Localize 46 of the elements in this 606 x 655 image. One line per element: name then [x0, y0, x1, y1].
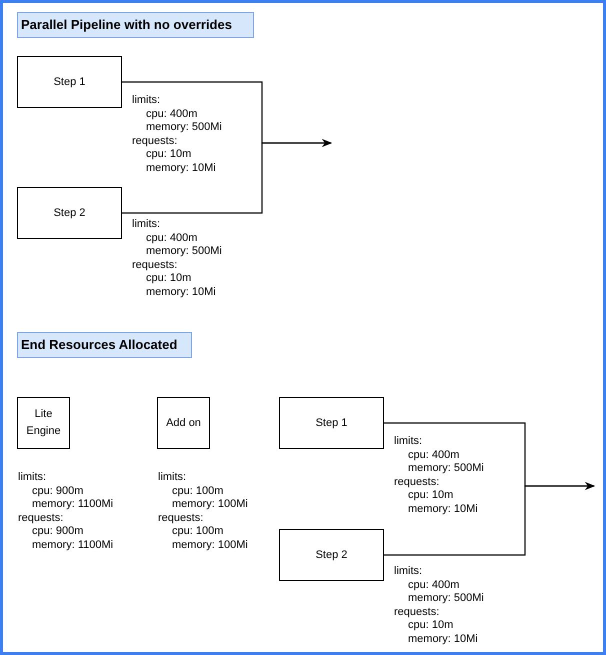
resource-spec-line: limits: — [158, 471, 186, 484]
resource-spec-line: limits: — [394, 435, 422, 448]
resource-spec-line: cpu: 400m — [408, 448, 460, 462]
resource-spec-line: memory: 500Mi — [146, 245, 222, 258]
resource-spec-line: requests: — [394, 606, 440, 619]
resource-spec-line: cpu: 900m — [32, 484, 84, 498]
resource-spec-line: memory: 500Mi — [408, 592, 484, 606]
resource-spec-line: cpu: 10m — [146, 148, 192, 162]
resource-spec-line: requests: — [132, 258, 178, 272]
resource-spec-line: memory: 500Mi — [408, 462, 484, 476]
resource-spec-line: memory: 1100Mi — [32, 538, 114, 552]
resource-spec-line: requests: — [18, 512, 64, 525]
resource-spec-line: cpu: 400m — [146, 232, 198, 245]
process-box: Add on — [157, 397, 210, 449]
resource-spec-line: cpu: 10m — [408, 619, 454, 632]
resource-spec-line: memory: 100Mi — [172, 498, 248, 512]
process-box: Step 1 — [17, 56, 122, 108]
resource-spec-line: limits: — [132, 218, 160, 232]
resource-spec-line: cpu: 400m — [408, 578, 460, 592]
process-box: Lite Engine — [17, 397, 70, 449]
resource-spec-line: memory: 10Mi — [146, 286, 216, 299]
resource-spec-line: cpu: 10m — [146, 272, 192, 286]
process-box: Step 2 — [279, 529, 384, 581]
resource-spec-line: memory: 500Mi — [146, 121, 222, 134]
resource-spec-line: cpu: 100m — [172, 525, 224, 538]
resource-spec-line: limits: — [394, 565, 422, 578]
resource-spec-line: requests: — [394, 476, 440, 489]
resource-spec-line: requests: — [158, 512, 204, 525]
resource-spec-line: requests: — [132, 134, 178, 148]
process-box: Step 2 — [17, 187, 122, 239]
resource-spec-line: memory: 10Mi — [408, 502, 478, 516]
connector-arrow — [384, 482, 595, 556]
resource-spec-line: memory: 10Mi — [408, 632, 478, 646]
resource-spec-line: cpu: 400m — [146, 108, 198, 121]
resource-spec-line: limits: — [18, 471, 46, 484]
resource-spec-line: memory: 10Mi — [146, 162, 216, 175]
heading-box: Parallel Pipeline with no overrides — [17, 12, 254, 38]
resource-spec-line: limits: — [132, 94, 160, 108]
resource-spec-line: cpu: 10m — [408, 489, 454, 502]
resource-spec-line: cpu: 900m — [32, 525, 84, 538]
connector-arrow — [122, 139, 332, 214]
resource-spec-line: memory: 100Mi — [172, 538, 248, 552]
resource-spec-line: memory: 1100Mi — [32, 498, 114, 512]
process-box: Step 1 — [279, 397, 384, 449]
resource-spec-line: cpu: 100m — [172, 484, 224, 498]
heading-box: End Resources Allocated — [17, 332, 192, 358]
